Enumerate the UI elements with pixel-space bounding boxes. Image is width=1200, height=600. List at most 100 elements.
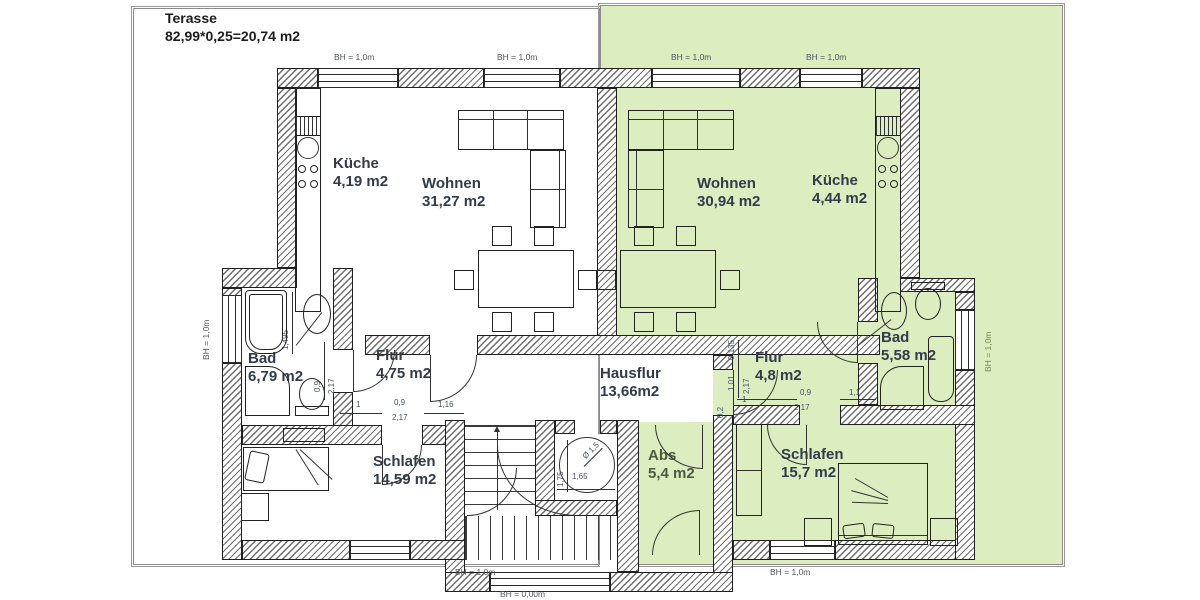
wall: [740, 68, 800, 88]
wall: [222, 363, 242, 560]
window: [652, 68, 740, 88]
dim-text: 0,9: [394, 398, 406, 407]
dim-line: [737, 399, 797, 400]
wall: [445, 572, 490, 592]
wall: [333, 268, 353, 350]
dim-line: [292, 292, 293, 354]
window-height-label: BH = 1,0m: [806, 52, 847, 62]
stairs-direction-arrow: [494, 426, 500, 432]
stove-burner: [890, 165, 898, 173]
window: [484, 68, 560, 88]
chair: [676, 312, 696, 332]
pillow: [871, 522, 895, 540]
dim-text: 1: [356, 400, 361, 409]
sofa-left-horizontal: [458, 110, 564, 150]
dim-text: 2,17: [327, 378, 336, 394]
door-leaf: [806, 425, 807, 465]
shelf-left: [283, 428, 325, 442]
chair: [578, 270, 598, 290]
dim-line: [738, 340, 739, 398]
chair: [534, 312, 554, 332]
abs-west-wall: [617, 420, 639, 572]
stairs-lower-flight: [465, 516, 618, 560]
bathtub-left: [245, 290, 287, 354]
door-leaf: [857, 322, 858, 363]
wall: [955, 370, 975, 560]
stove-burner: [298, 180, 306, 188]
dim-line: [557, 489, 615, 490]
dining-table-left: [478, 250, 574, 308]
hausflur-north-wall: [477, 335, 880, 355]
dim-text: 0,9: [800, 388, 812, 397]
door-leaf: [733, 370, 734, 415]
sink-basin-left: [297, 137, 319, 159]
wall: [858, 363, 878, 405]
chair: [720, 270, 740, 290]
toilet-left-tank: [295, 406, 329, 416]
wall: [733, 540, 770, 560]
nightstand-right: [930, 518, 958, 546]
wall: [900, 278, 975, 292]
dim-line: [340, 413, 382, 414]
chair: [634, 226, 654, 246]
bathtub-left-inner: [249, 294, 283, 350]
door-leaf: [382, 445, 383, 485]
window-height-label: BH = 1,0m: [770, 567, 811, 577]
hausflur-floor: [600, 355, 713, 422]
dim-text: 1,1: [849, 388, 861, 397]
nightstand-left: [241, 493, 269, 521]
chair: [492, 312, 512, 332]
window-height-label: BH = 1,0m: [201, 319, 211, 360]
sofa-left-vertical: [530, 150, 566, 228]
window-height-label: BH = 1,0m: [983, 331, 993, 372]
toilet-right-tank: [911, 282, 945, 290]
chair: [534, 226, 554, 246]
wall: [277, 68, 318, 88]
sink-basin-right: [877, 137, 899, 159]
window-height-label: BH = 1,0m: [671, 52, 712, 62]
chair: [596, 270, 616, 290]
sink-drainer-left: [295, 116, 321, 136]
bathtub-right: [928, 336, 954, 402]
dim-line: [324, 342, 325, 400]
shower-right: [880, 366, 924, 410]
chair: [492, 226, 512, 246]
bed-left: [243, 447, 329, 491]
toilet-right-bowl: [915, 288, 941, 320]
dim-text: 2,17: [392, 413, 408, 422]
sofa-right-vertical: [628, 150, 664, 228]
door-leaf: [353, 350, 354, 392]
lift-shaft-wall: [600, 420, 617, 434]
dim-text: 1,65: [572, 472, 588, 481]
window: [490, 572, 610, 592]
nightstand-right: [804, 518, 832, 546]
window-height-label: BH = 1,0m: [334, 52, 375, 62]
sink-drainer-right: [875, 116, 901, 136]
lift-shaft-wall: [555, 420, 575, 434]
dim-text: 0,135: [727, 339, 736, 360]
toilet-left-bowl: [299, 378, 325, 410]
dim-text: 0,2: [716, 406, 725, 418]
washbasin-left: [303, 294, 331, 334]
window: [955, 310, 975, 370]
door-leaf: [699, 510, 700, 555]
window-height-label: BH = 1,0m: [497, 52, 538, 62]
door-leaf: [702, 425, 703, 469]
sofa-right-horizontal: [628, 110, 734, 150]
wardrobe-right: [736, 424, 762, 516]
double-bed-right: [838, 463, 928, 545]
chair: [634, 312, 654, 332]
stove-burner: [310, 165, 318, 173]
party-wall-lower: [713, 415, 733, 592]
stove-burner: [310, 180, 318, 188]
window-height-label: BH = 1,0m: [455, 567, 496, 577]
wall: [410, 540, 465, 560]
shower-left: [245, 366, 290, 416]
